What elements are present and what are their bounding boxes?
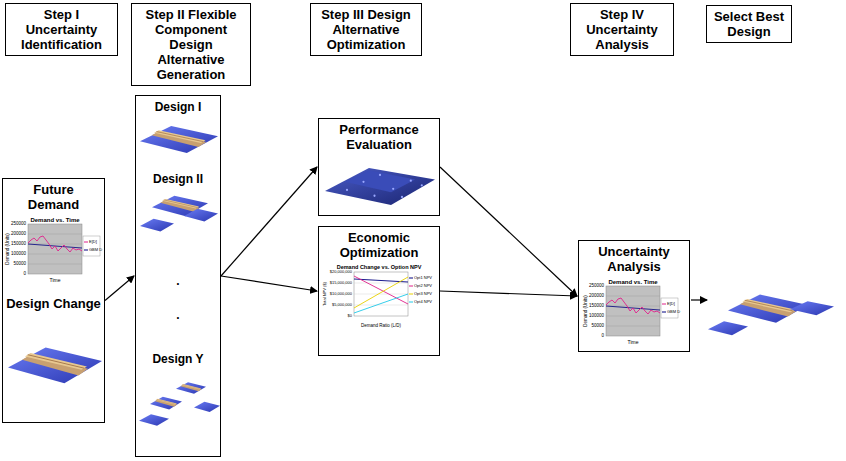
node-text: Select Best Design (711, 9, 787, 39)
node-text: Future Demand (6, 182, 101, 212)
chart-label: 0 (601, 334, 604, 339)
flow-arrow (440, 167, 577, 296)
node-text: Step I Uncertainty Identification (10, 7, 113, 52)
node-text: Design Y (139, 352, 217, 367)
step-box: Select Best Design (706, 5, 792, 43)
chart-label: E[D] (89, 240, 97, 244)
chart-label: Opt1 NPV (414, 276, 432, 280)
flow-arrow (440, 291, 577, 296)
chart-label: 100000 (11, 252, 26, 257)
chart-label: 250000 (589, 284, 604, 289)
chart-label: 200000 (589, 294, 604, 299)
chart-label: $0 (348, 314, 352, 318)
node-text: . (139, 308, 217, 323)
step-box: Step I Uncertainty Identification (5, 3, 118, 56)
chart-label: 50000 (13, 262, 26, 267)
chart-label: 250000 (11, 222, 26, 227)
chart-label: Demand (Units) (584, 295, 589, 327)
node-text: . (139, 274, 217, 289)
chart-label: $15,000,000 (330, 281, 352, 285)
node-text: Performance Evaluation (322, 122, 436, 152)
chart-label: Time (50, 278, 61, 283)
process-box: Economic Optimization (318, 226, 440, 356)
chart-label: 150000 (589, 304, 604, 309)
process-box: Design I Design II.. Design Y (135, 95, 221, 457)
chart-label: 50000 (591, 324, 604, 329)
chart-label: $20,000,000 (330, 270, 352, 274)
chart-label: Time (628, 340, 639, 345)
step-box: Step II Flexible Component Design Altern… (131, 3, 251, 86)
chart-label: $5,000,000 (332, 303, 352, 307)
chart-label: Demand (Units) (6, 233, 11, 265)
chart-label: 100000 (589, 314, 604, 319)
chart-label: $10,000,000 (330, 292, 352, 296)
flow-arrow (221, 167, 317, 276)
chart-label: Demand Ratio (L/D) (361, 324, 401, 329)
chart-label: Opt4 NPV (414, 300, 432, 304)
flow-arrow (105, 276, 134, 301)
process-box: Performance Evaluation (318, 118, 440, 216)
chart-label: Opt2 NPV (414, 284, 432, 288)
chart-label: Demand vs. Time (608, 279, 657, 285)
step-box: Step IV Uncertainty Analysis (570, 3, 674, 56)
step-box: Step III Design Alternative Optimization (310, 3, 422, 56)
chart-label: E[D] (667, 302, 675, 306)
chart-label: 150000 (11, 242, 26, 247)
chart-label: Total NPV ($) (323, 282, 327, 306)
node-text: Uncertainty Analysis (582, 244, 686, 274)
node-text: Step IV Uncertainty Analysis (575, 7, 669, 52)
chart-label: Demand vs. Time (30, 217, 79, 223)
node-text: Design I (139, 100, 217, 115)
process-box: Future DemandDesign Change (2, 178, 105, 423)
node-text: Design Change (6, 296, 101, 311)
flow-arrow (221, 276, 317, 291)
node-text: Design II (139, 172, 217, 187)
chart-label: 0 (23, 272, 26, 277)
chart-label: 200000 (11, 232, 26, 237)
node-text: Economic Optimization (322, 230, 436, 260)
chart-label: GBM D (89, 248, 102, 252)
node-text: Step II Flexible Component Design Altern… (136, 7, 246, 82)
chart-label: GBM D (667, 310, 680, 314)
chart-label: Opt3 NPV (414, 292, 432, 296)
node-text: Step III Design Alternative Optimization (315, 7, 417, 52)
